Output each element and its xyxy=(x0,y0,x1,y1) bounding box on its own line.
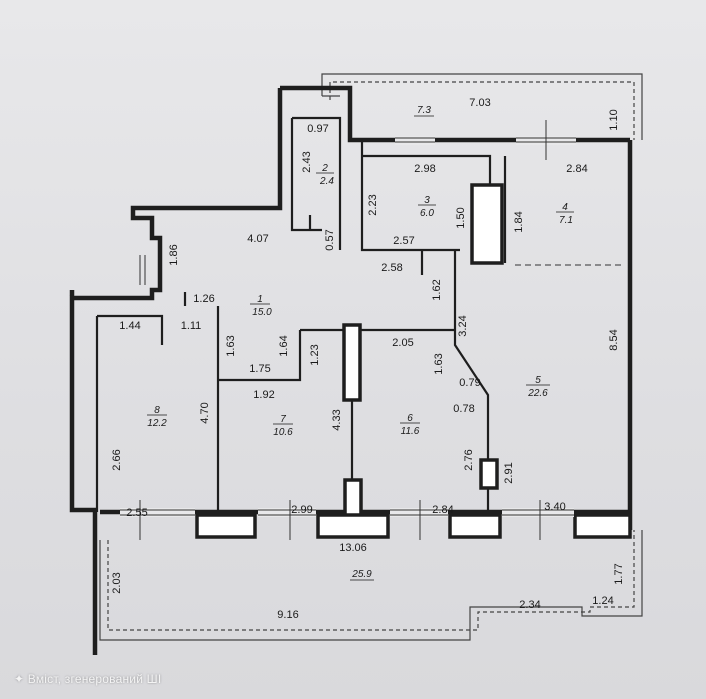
dim-0-78: 0.78 xyxy=(453,403,474,415)
windows xyxy=(120,120,576,540)
balcony-bottom-label: 25.9 xyxy=(351,569,372,580)
room-3-area: 6.0 xyxy=(420,208,434,219)
dim-1-10: 1.10 xyxy=(608,109,620,130)
dim-13-06: 13.06 xyxy=(339,542,367,554)
dim-2-55: 2.55 xyxy=(126,507,147,519)
dim-9-16: 9.16 xyxy=(277,609,298,621)
ai-generated-watermark: ✦ Вміст, згенерований ШІ xyxy=(14,672,162,686)
room-4-area: 7.1 xyxy=(559,215,573,226)
dim-1-44: 1.44 xyxy=(119,320,140,332)
dim-2-76: 2.76 xyxy=(463,449,475,470)
room-1-number: 1 xyxy=(257,294,263,305)
balcony-top-label: 7.3 xyxy=(417,105,431,116)
dim-4-07: 4.07 xyxy=(247,233,268,245)
dim-1-75: 1.75 xyxy=(249,363,270,375)
dim-4-70: 4.70 xyxy=(199,402,211,423)
room-5-number: 5 xyxy=(535,375,541,386)
dim-1-23: 1.23 xyxy=(309,344,321,365)
room-2-number: 2 xyxy=(321,163,328,174)
dim-0-57: 0.57 xyxy=(324,229,336,250)
room-labels: 1 15.0 2 2.4 3 6.0 4 7.1 5 22.6 6 11.6 7… xyxy=(147,105,574,581)
dim-1-26: 1.26 xyxy=(193,293,214,305)
dim-1-62: 1.62 xyxy=(431,279,443,300)
dim-2-58: 2.58 xyxy=(381,262,402,274)
interior-walls xyxy=(95,116,632,539)
dim-2-43: 2.43 xyxy=(301,151,313,172)
dim-2-84-bottom: 2.84 xyxy=(432,504,453,516)
dim-0-79: 0.79 xyxy=(459,377,480,389)
dim-3-40: 3.40 xyxy=(544,501,565,513)
dim-3-24: 3.24 xyxy=(457,315,469,336)
dim-2-84-top: 2.84 xyxy=(566,163,587,175)
room-2-area: 2.4 xyxy=(319,176,334,187)
dim-2-05: 2.05 xyxy=(392,337,413,349)
room-1-area: 15.0 xyxy=(252,307,272,318)
dim-1-77: 1.77 xyxy=(613,563,625,584)
dim-1-86: 1.86 xyxy=(168,244,180,265)
room-6-area: 11.6 xyxy=(401,426,420,437)
dimensions: 7.03 1.10 0.97 2.43 2.98 2.84 2.23 1.50 … xyxy=(111,97,625,621)
dim-0-97: 0.97 xyxy=(307,123,328,135)
room-7-number: 7 xyxy=(280,414,286,425)
bottom-balcony xyxy=(99,530,643,641)
room-5-area: 22.6 xyxy=(527,388,548,399)
dim-2-57: 2.57 xyxy=(393,235,414,247)
room-4-number: 4 xyxy=(562,202,568,213)
dim-2-66: 2.66 xyxy=(111,449,123,470)
dim-2-34: 2.34 xyxy=(519,599,540,611)
dim-1-84: 1.84 xyxy=(513,211,525,232)
dim-1-50: 1.50 xyxy=(455,207,467,228)
dim-2-99: 2.99 xyxy=(291,504,312,516)
dim-2-23: 2.23 xyxy=(367,194,379,215)
room-8-area: 12.2 xyxy=(147,418,167,429)
dim-8-54: 8.54 xyxy=(608,329,620,350)
dim-7-03: 7.03 xyxy=(469,97,490,109)
top-balcony xyxy=(321,73,643,140)
dim-2-98: 2.98 xyxy=(414,163,435,175)
dim-1-63-left: 1.63 xyxy=(225,335,237,356)
room-8-number: 8 xyxy=(154,405,160,416)
room-6-number: 6 xyxy=(407,413,413,424)
dim-1-63-right: 1.63 xyxy=(433,353,445,374)
dim-1-11: 1.11 xyxy=(181,320,202,332)
dim-1-64: 1.64 xyxy=(278,335,290,356)
dim-1-24: 1.24 xyxy=(592,595,613,607)
dim-4-33: 4.33 xyxy=(331,409,343,430)
dim-2-91: 2.91 xyxy=(503,462,515,483)
dim-1-92: 1.92 xyxy=(253,389,274,401)
room-3-number: 3 xyxy=(424,195,430,206)
dim-2-03: 2.03 xyxy=(111,572,123,593)
room-7-area: 10.6 xyxy=(273,427,293,438)
